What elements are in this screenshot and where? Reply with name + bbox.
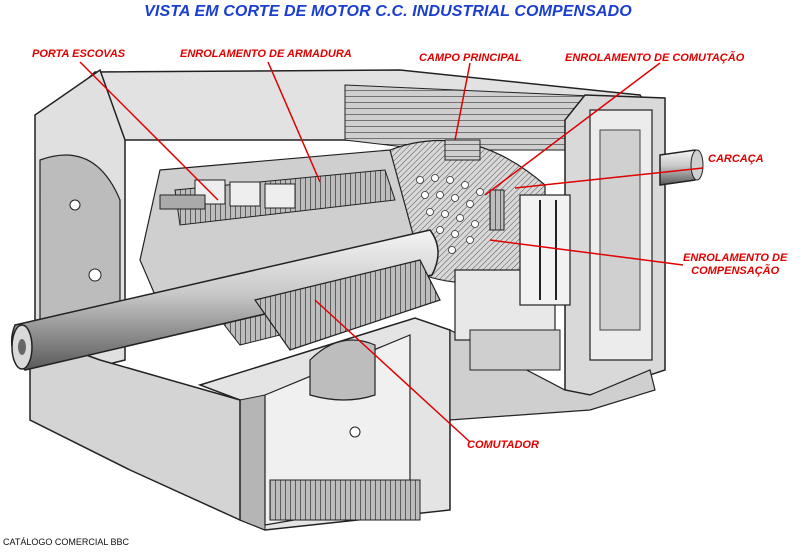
leader-campo-principal [454, 62, 471, 141]
label-carcaca: CARCAÇA [708, 153, 764, 165]
label-enrolamento-compensacao-line2: COMPENSAÇÃO [691, 265, 780, 277]
leader-enrolamento-compensacao [489, 239, 684, 266]
shaft [10, 149, 704, 371]
label-enrolamento-compensacao: ENROLAMENTO DE COMPENSAÇÃO [683, 252, 787, 278]
diagram-title: VISTA EM CORTE DE MOTOR C.C. INDUSTRIAL … [144, 3, 632, 20]
leader-carcaca [514, 167, 704, 189]
catalog-footer: CATÁLOGO COMERCIAL BBC [3, 537, 130, 547]
label-porta-escovas: PORTA ESCOVAS [32, 48, 126, 60]
leader-enrolamento-armadura [267, 61, 321, 183]
label-enrolamento-armadura: ENROLAMENTO DE ARMADURA [180, 48, 352, 60]
leader-lines [79, 61, 704, 443]
leader-porta-escovas [79, 61, 219, 201]
compensation-assembly [454, 194, 571, 371]
label-comutador: COMUTADOR [467, 439, 539, 451]
leader-enrolamento-comutacao [484, 62, 661, 196]
label-campo-principal: CAMPO PRINCIPAL [419, 52, 522, 64]
label-enrolamento-compensacao-line1: ENROLAMENTO DE [683, 252, 788, 264]
label-enrolamento-comutacao: ENROLAMENTO DE COMUTAÇÃO [565, 52, 745, 64]
leader-comutador [314, 299, 471, 443]
commutator [254, 259, 441, 401]
